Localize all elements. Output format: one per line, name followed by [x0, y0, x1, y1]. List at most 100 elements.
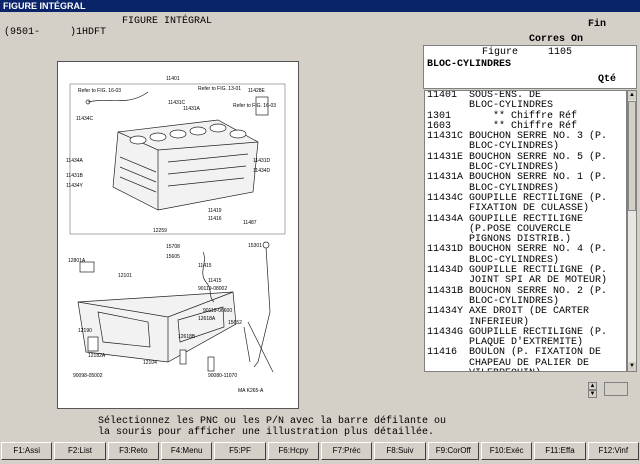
parts-list-row[interactable]: BLOC-CYLINDRES) — [425, 183, 626, 194]
callout-label[interactable]: 11401 — [166, 76, 180, 82]
callout-label[interactable]: 15652 — [228, 320, 242, 326]
parts-list-row[interactable]: PIGNONS DISTRIB.) — [425, 234, 626, 245]
parts-list-row[interactable]: VILEBREQUIN) — [425, 368, 626, 371]
callout-label[interactable]: 12618A — [198, 316, 216, 322]
parts-list-row[interactable]: BLOC-CYLINDRES) — [425, 142, 626, 153]
pnc-code — [425, 369, 469, 371]
fkey-button-8[interactable]: F8:Suiv — [374, 442, 426, 460]
parts-list-scrollbar[interactable]: ▲ ▼ — [627, 90, 637, 372]
part-description: BLOC-CYLINDRES) — [469, 162, 560, 174]
callout-label[interactable]: 11416 — [208, 216, 222, 222]
parts-list-row[interactable]: BLOC-CYLINDRES) — [425, 162, 626, 174]
callout-label[interactable]: 11431B — [66, 173, 84, 179]
page-spinner[interactable]: ▲ ▼ — [588, 382, 597, 398]
fkey-button-4[interactable]: F4:Menu — [160, 442, 213, 460]
callout-label[interactable]: 11434D — [253, 168, 271, 174]
page-heading: FIGURE INTÉGRAL — [122, 16, 213, 27]
callout-label[interactable]: 11434Y — [66, 183, 84, 189]
fkey-button-5[interactable]: F5:PF — [214, 442, 266, 460]
callout-label[interactable]: Refer to FIG. 16-03 — [78, 88, 121, 94]
callout-label[interactable]: 12190 — [78, 328, 92, 334]
model-code: (9501- )1HDFT — [4, 27, 107, 38]
fkey-button-6[interactable]: F6:Hcpy — [267, 442, 319, 460]
parts-list-row[interactable]: JOINT SPI AR DE MOTEUR) — [425, 275, 626, 287]
callout-label[interactable]: 90080-11070 — [208, 373, 237, 379]
fkey-button-7[interactable]: F7:Préc — [320, 442, 373, 460]
callout-label[interactable]: 11487 — [243, 220, 257, 226]
pnc-code: 11434Y — [427, 306, 464, 318]
callout-label[interactable]: 90098-05002 — [73, 373, 103, 379]
spin-down-icon[interactable]: ▼ — [588, 390, 597, 398]
parts-list-row[interactable]: BLOC-CYLINDRES) — [425, 255, 626, 266]
callout-label[interactable]: 12101 — [118, 273, 132, 279]
parts-list-row[interactable]: (P.POSE COUVERCLE — [425, 224, 626, 235]
scroll-down-icon[interactable]: ▼ — [628, 362, 636, 371]
callout-label[interactable]: 11415 — [208, 278, 222, 284]
fkey-button-2[interactable]: F2:List — [54, 442, 106, 460]
part-description: JOINT SPI AR DE MOTEUR) — [469, 275, 608, 287]
callout-label[interactable]: 90119-06600 — [203, 308, 232, 314]
callout-label[interactable]: 11428E — [248, 88, 266, 94]
scroll-thumb[interactable] — [628, 101, 636, 211]
callout-label[interactable]: 11434C — [76, 116, 94, 122]
part-description: CHAPEAU DE PALIER DE — [469, 357, 590, 369]
callout-label[interactable]: 12801A — [68, 258, 86, 264]
callout-label[interactable]: 15605 — [166, 254, 180, 260]
parts-list-row[interactable]: FIXATION DE CULASSE) — [425, 203, 626, 215]
fkey-button-9[interactable]: F9:CorOff — [427, 442, 479, 460]
callout-label[interactable]: 12104 — [143, 360, 157, 366]
fkey-button-10[interactable]: F10:Exéc — [480, 442, 533, 460]
parts-list-row[interactable]: BLOC-CYLINDRES) — [425, 296, 626, 307]
callout-label[interactable]: Refer to FIG. 16-03 — [233, 103, 276, 109]
callout-label[interactable]: 15301 — [248, 243, 262, 249]
callout-label[interactable]: 12259 — [153, 228, 167, 234]
part-description: BOUCHON SERRE NO. 2 (P. — [469, 285, 608, 297]
parts-list-row[interactable]: BLOC-CYLINDRES — [425, 100, 626, 111]
fkey-button-11[interactable]: F11:Effa — [534, 442, 586, 460]
callout-label[interactable]: 11431A — [183, 106, 201, 112]
parts-list-row[interactable]: INFERIEUR) — [425, 317, 626, 328]
part-description: FIXATION DE CULASSE) — [469, 203, 590, 215]
corres-status: Corres On — [529, 34, 584, 45]
parts-list-row[interactable]: PLAQUE D'EXTREMITE) — [425, 337, 626, 348]
page-input[interactable] — [604, 382, 628, 396]
callout-label[interactable]: 11434A — [66, 158, 84, 164]
callout-label[interactable]: 15708 — [166, 244, 180, 250]
callout-label[interactable]: 11431C — [168, 100, 186, 106]
parts-list-row[interactable]: 1603 ** Chiffre Réf — [425, 121, 626, 132]
figure-info-panel: Figure 1105 BLOC-CYLINDRES Qté — [423, 45, 637, 89]
callout-label[interactable]: 90119-08002 — [198, 286, 227, 292]
callout-label[interactable]: Refer to FIG. 13-01 — [198, 86, 241, 92]
parts-list-row[interactable]: 1301 ** Chiffre Réf — [425, 111, 626, 122]
callout-label[interactable]: 12182A — [88, 353, 106, 359]
callout-label[interactable]: MA K265-A — [238, 388, 264, 394]
fkey-button-12[interactable]: F12:Vinf — [587, 442, 639, 460]
fkey-button-1[interactable]: F1:Assi — [1, 442, 53, 460]
spin-up-icon[interactable]: ▲ — [588, 382, 597, 390]
fkey-button-3[interactable]: F3:Reto — [107, 442, 159, 460]
scroll-up-icon[interactable]: ▲ — [628, 91, 636, 100]
pnc-code: 11434G — [427, 326, 464, 338]
callout-label[interactable]: 11415 — [198, 263, 212, 269]
callout-label[interactable]: 11431D — [253, 158, 271, 164]
pnc-code: 11401 — [427, 90, 458, 101]
callout-label[interactable]: 11419 — [208, 208, 222, 214]
callout-label[interactable]: 12618B — [178, 334, 196, 340]
parts-list-row[interactable]: CHAPEAU DE PALIER DE — [425, 357, 626, 369]
